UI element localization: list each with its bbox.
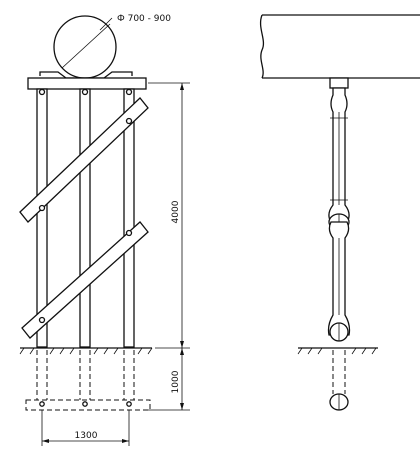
ground-line-front — [19, 347, 153, 355]
base-plate — [25, 399, 151, 411]
middle-post — [79, 88, 91, 348]
lower-diagonal-brace — [21, 221, 149, 339]
side-post-underground — [329, 350, 349, 411]
depth-label: 1000 — [171, 370, 181, 393]
side-view — [259, 14, 420, 411]
height-label: 4000 — [171, 200, 181, 223]
base-width-label: 1300 — [75, 431, 98, 441]
side-column-upper — [328, 87, 350, 223]
posts — [36, 88, 135, 348]
base-width-dimension: 1300 — [41, 410, 130, 446]
ground-line-side — [297, 347, 378, 355]
side-clamp — [329, 77, 349, 89]
diagonal-braces — [19, 97, 149, 339]
pipe-section — [53, 15, 117, 79]
pipe-saddle — [39, 71, 133, 79]
posts-underground — [36, 350, 135, 400]
top-crossbeam — [27, 77, 147, 90]
upper-diagonal-brace — [19, 97, 149, 223]
pipe-diameter-label: Ф 700 - 900 — [117, 14, 171, 24]
height-dimension: 4000 1000 — [148, 82, 190, 411]
pipe-side — [259, 14, 420, 79]
side-column-lower — [327, 221, 351, 342]
front-view: 1300 4000 1000 Ф 700 - 900 — [19, 14, 190, 446]
